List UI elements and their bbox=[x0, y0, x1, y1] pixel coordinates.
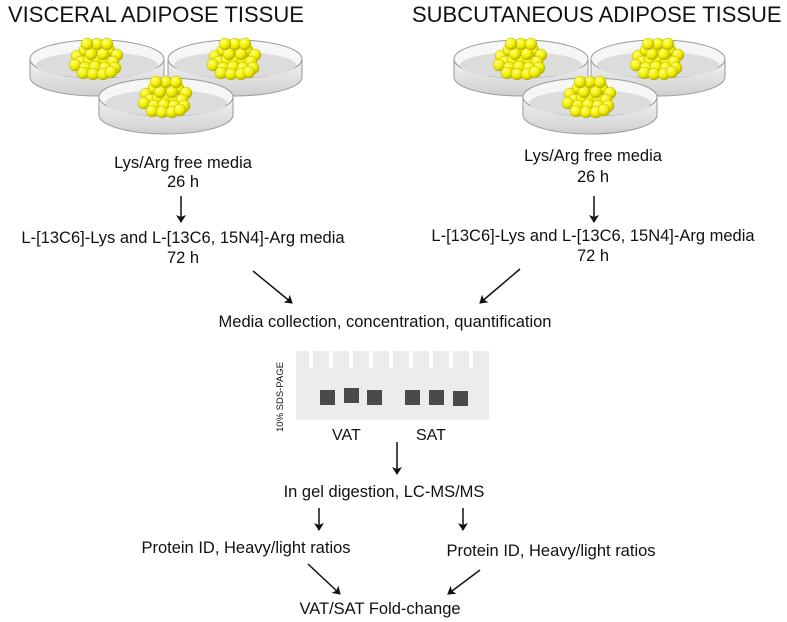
dish-vat-1 bbox=[29, 37, 165, 97]
dish-sat-3 bbox=[522, 75, 658, 135]
dish-sat-2-tissue bbox=[629, 37, 685, 81]
left-label-media: L-[13C6]-Lys and L-[13C6, 15N4]-Arg medi… bbox=[21, 229, 345, 247]
right-time-26h: 26 h bbox=[576, 168, 610, 186]
gel-band-sat-1 bbox=[405, 390, 420, 405]
dish-sat-1 bbox=[453, 37, 589, 97]
sds-page-label: 10% SDS-PAGE bbox=[275, 361, 286, 432]
arrow-left-to-foldchange bbox=[307, 563, 341, 595]
gel-band-sat-3 bbox=[453, 391, 468, 406]
dish-sat-3-tissue bbox=[561, 75, 617, 119]
protein-id-left: Protein ID, Heavy/light ratios bbox=[141, 539, 351, 557]
right-time-72h: 72 h bbox=[576, 247, 610, 265]
gel-body bbox=[296, 351, 489, 420]
left-time-72h: 72 h bbox=[166, 249, 200, 267]
left-media-free: Lys/Arg free media bbox=[114, 154, 252, 172]
dish-sat-1-tissue bbox=[492, 37, 548, 81]
visceral-title: VISCERAL ADIPOSE TISSUE bbox=[8, 2, 304, 27]
dish-vat-2-tissue bbox=[206, 37, 262, 81]
media-collection-step: Media collection, concentration, quantif… bbox=[218, 313, 552, 331]
left-time-26h: 26 h bbox=[166, 173, 200, 191]
arrow-right-to-collection bbox=[479, 268, 521, 304]
digestion-step: In gel digestion, LC-MS/MS bbox=[283, 483, 485, 501]
dish-vat-2 bbox=[167, 37, 303, 97]
right-label-media: L-[13C6]-Lys and L-[13C6, 15N4]-Arg medi… bbox=[431, 227, 755, 245]
arrow-left-to-collection bbox=[252, 270, 293, 304]
gel-label-sat: SAT bbox=[416, 427, 446, 444]
arrow-right-to-foldchange bbox=[447, 569, 481, 595]
dish-vat-1-tissue bbox=[68, 37, 124, 81]
gel-band-vat-1 bbox=[320, 390, 335, 405]
dish-vat-3-tissue bbox=[137, 75, 193, 119]
foldchange-step: VAT/SAT Fold-change bbox=[299, 600, 461, 618]
gel-band-vat-2 bbox=[344, 388, 359, 403]
gel-band-sat-2 bbox=[429, 390, 444, 405]
gel-label-vat: VAT bbox=[332, 427, 361, 444]
gel-band-vat-3 bbox=[367, 390, 382, 405]
protein-id-right: Protein ID, Heavy/light ratios bbox=[446, 542, 656, 560]
dish-vat-3 bbox=[98, 75, 234, 135]
right-media-free: Lys/Arg free media bbox=[524, 147, 662, 165]
sds-page-gel bbox=[296, 351, 489, 420]
subcutaneous-title: SUBCUTANEOUS ADIPOSE TISSUE bbox=[412, 2, 782, 27]
